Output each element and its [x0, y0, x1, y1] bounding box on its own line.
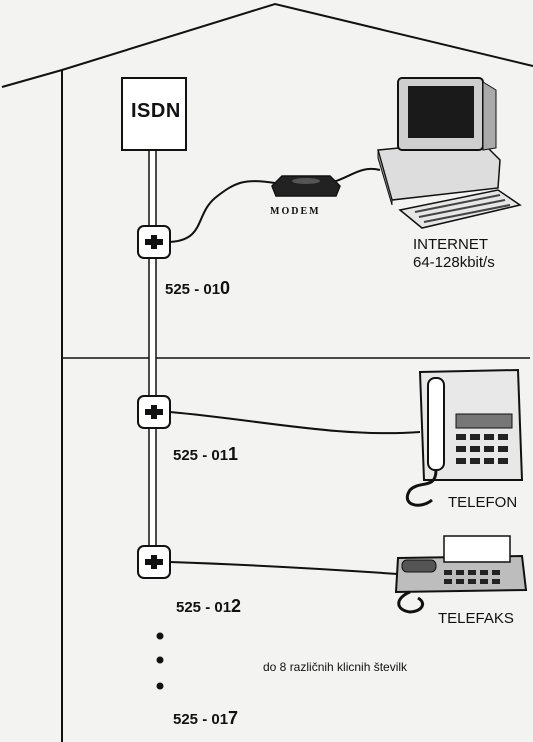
- continuation-dots: [156, 632, 164, 690]
- telefon-label: TELEFON: [448, 494, 518, 511]
- number-label: 525 - 012: [176, 596, 241, 617]
- socket-1: [137, 225, 171, 259]
- socket-3: [137, 545, 171, 579]
- internet-label: INTERNET 64-128kbit/s: [413, 236, 495, 272]
- socket-2: [137, 395, 171, 429]
- isdn-box: [121, 77, 187, 151]
- telephone-icon: [406, 368, 524, 507]
- number-suffix: 1: [228, 444, 239, 464]
- computer-cable: [329, 167, 381, 184]
- modem-cable: [169, 180, 276, 243]
- telefaks-cable: [169, 561, 399, 575]
- number-suffix: 0: [220, 278, 231, 298]
- modem-icon: [271, 175, 341, 197]
- internet-speed: 64-128kbit/s: [413, 254, 495, 271]
- isdn-bus-line: [148, 149, 157, 571]
- note-text: do 8 različnih klicnih številk: [263, 660, 408, 674]
- number-prefix: 525 - 01: [165, 281, 221, 298]
- number-label: 525 - 011: [173, 444, 238, 465]
- number-suffix: 7: [228, 708, 239, 728]
- number-prefix: 525 - 01: [173, 711, 229, 728]
- number-label: 525 - 010: [165, 278, 230, 299]
- internet-title: INTERNET: [413, 236, 488, 253]
- modem-label: MODEM: [270, 206, 321, 217]
- isdn-label: ISDN: [131, 100, 181, 122]
- number-suffix: 2: [231, 596, 242, 616]
- number-prefix: 525 - 01: [173, 447, 229, 464]
- number-prefix: 525 - 01: [176, 599, 232, 616]
- telefon-cable: [169, 411, 421, 435]
- number-label: 525 - 017: [173, 708, 238, 729]
- computer-icon: [377, 77, 522, 229]
- fax-icon: [394, 535, 528, 614]
- telefaks-label: TELEFAKS: [438, 610, 514, 627]
